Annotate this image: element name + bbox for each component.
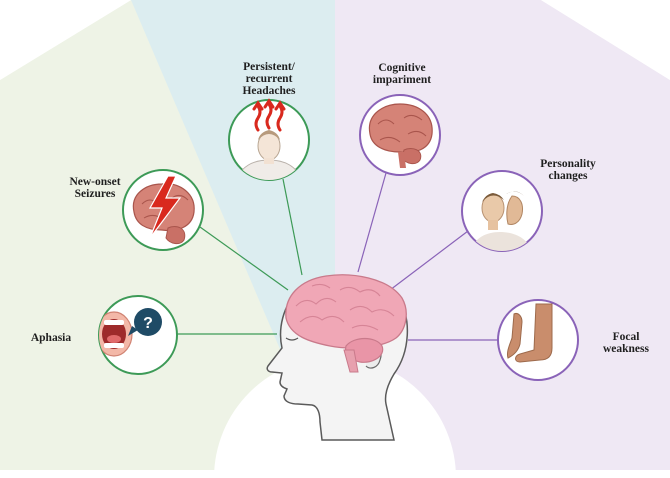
label-cognitive: Cognitive impariment — [370, 62, 434, 86]
brain-stem — [343, 349, 359, 373]
connector-cognitive — [357, 172, 387, 273]
heat-waves-icon — [252, 98, 286, 132]
headaches-line-1: Persistent/ — [243, 61, 295, 73]
seizures-line-2: Seizures — [74, 188, 116, 200]
central-head — [266, 274, 408, 441]
two-faces-icon — [470, 191, 532, 251]
bottom-strip — [0, 470, 670, 478]
weakness-line-2: weakness — [602, 343, 649, 355]
connector-seizures — [199, 226, 289, 291]
personality-line-2: changes — [548, 170, 588, 182]
connector-headaches — [282, 178, 303, 276]
leg-foot-icon — [507, 303, 553, 363]
open-mouth-icon — [99, 311, 133, 357]
label-weakness: Focal weakness — [598, 331, 654, 355]
headaches-line-2: recurrent — [245, 73, 293, 85]
connector-personality — [389, 230, 469, 291]
symptom-node-headaches — [228, 98, 310, 181]
fan-corner-left — [0, 0, 131, 80]
connectors — [177, 172, 498, 341]
symptom-node-seizures — [122, 169, 204, 251]
aphasia-line-1: Aphasia — [30, 332, 72, 344]
brain-folds — [295, 283, 395, 331]
label-personality: Personality changes — [528, 158, 608, 182]
label-headaches: Persistent/ recurrent Headaches — [222, 61, 316, 97]
head-brain — [285, 274, 407, 349]
fan-corner-right — [541, 0, 670, 80]
cognitive-line-1: Cognitive — [378, 62, 426, 74]
closed-eye — [285, 337, 299, 341]
cognitive-line-2: impariment — [372, 74, 432, 86]
label-seizures: New-onset Seizures — [60, 176, 130, 200]
brain-icon — [368, 103, 433, 168]
speech-bubble-icon: ? — [128, 308, 162, 336]
lightning-icon — [148, 175, 182, 239]
symptom-node-aphasia: ? — [98, 295, 178, 375]
seizures-line-1: New-onset — [69, 176, 121, 188]
weakness-line-1: Focal — [612, 331, 640, 343]
symptom-node-weakness — [497, 299, 579, 381]
personality-line-1: Personality — [540, 158, 596, 170]
question-mark: ? — [143, 315, 153, 332]
headaches-line-3: Headaches — [242, 85, 296, 97]
symptom-node-personality — [461, 170, 543, 252]
label-aphasia: Aphasia — [26, 332, 76, 344]
symptom-node-cognitive — [359, 94, 441, 176]
